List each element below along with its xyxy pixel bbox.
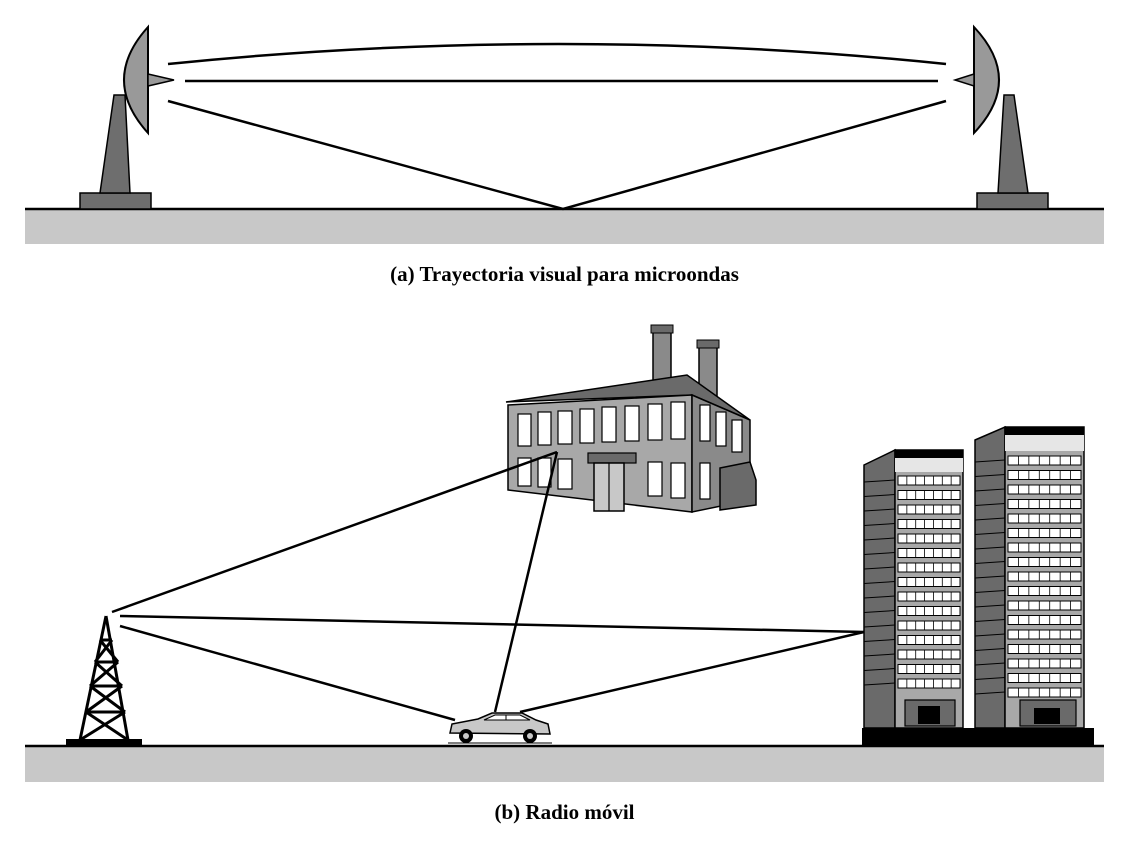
left-dish-antenna <box>79 24 175 210</box>
window-band <box>1007 615 1082 625</box>
side-floor-line <box>974 532 1006 535</box>
skyscraper-buildings <box>862 425 1094 746</box>
window-band <box>1007 528 1082 538</box>
side-floor-line <box>974 517 1006 521</box>
side-floor-line <box>863 682 896 686</box>
window-band <box>897 577 961 587</box>
side-floor-line <box>974 648 1006 651</box>
side-floor-line <box>974 546 1006 550</box>
window-band <box>1007 542 1082 553</box>
side-floor-line <box>974 619 1006 622</box>
window-band <box>1007 586 1082 596</box>
caption-panel-a: (a) Trayectoria visual para microondas <box>390 262 739 286</box>
side-floor-line <box>863 581 896 584</box>
ground-strip-b <box>25 744 1104 782</box>
window-band <box>897 591 961 602</box>
panel-b-mobile-radio <box>25 324 1104 782</box>
window-band <box>897 649 961 660</box>
path-skyscraper-to-car <box>519 630 865 714</box>
side-floor-line <box>863 479 896 483</box>
window-band <box>897 562 961 573</box>
side-floor-line <box>863 653 896 657</box>
window-band <box>897 635 961 645</box>
window-band <box>1007 470 1082 480</box>
side-floor-line <box>863 508 896 512</box>
radio-paths <box>111 450 865 722</box>
side-floor-line <box>974 633 1006 637</box>
window-band <box>1007 499 1082 509</box>
side-floor-line <box>863 624 896 628</box>
window-band <box>1007 600 1082 611</box>
window-band <box>897 490 961 500</box>
window-band <box>1007 629 1082 640</box>
side-floor-line <box>863 494 896 497</box>
window-band <box>897 548 961 558</box>
side-floor-line <box>974 575 1006 579</box>
panel-a-microwave <box>25 24 1104 244</box>
window-band <box>1007 658 1082 669</box>
side-floor-line <box>974 503 1006 506</box>
side-floor-line <box>863 610 896 613</box>
caption-panel-b: (b) Radio móvil <box>494 800 635 824</box>
window-band <box>897 606 961 616</box>
side-floor-line <box>863 639 896 642</box>
side-floor-line <box>974 691 1006 695</box>
side-floor-line <box>863 668 896 671</box>
side-floor-line <box>974 590 1006 593</box>
factory-building <box>505 324 757 513</box>
lattice-radio-tower <box>66 615 142 746</box>
ground-reflection-path <box>167 99 947 211</box>
side-floor-line <box>974 677 1006 680</box>
side-floor-line <box>974 474 1006 477</box>
tower-window-bands-left <box>863 475 961 689</box>
window-band <box>897 664 961 674</box>
side-floor-line <box>863 537 896 541</box>
side-floor-line <box>974 488 1006 492</box>
car <box>448 712 552 744</box>
window-band <box>1007 673 1082 683</box>
sky-wave-path <box>167 42 947 66</box>
window-band <box>897 620 961 631</box>
window-band <box>897 504 961 515</box>
window-band <box>1007 687 1082 698</box>
side-floor-line <box>863 523 896 526</box>
window-band <box>1007 484 1082 495</box>
path-tower-to-skyscraper <box>119 614 865 634</box>
side-floor-line <box>974 459 1006 463</box>
window-band <box>897 475 961 486</box>
side-floor-line <box>863 566 896 570</box>
window-band <box>1007 455 1082 466</box>
window-band <box>1007 644 1082 654</box>
window-band <box>1007 557 1082 567</box>
window-band <box>897 533 961 544</box>
side-floor-line <box>974 604 1006 608</box>
path-factory-to-car <box>493 451 559 713</box>
right-dish-antenna <box>952 24 1049 210</box>
window-band <box>897 519 961 529</box>
path-tower-to-factory <box>111 450 558 614</box>
window-band <box>897 678 961 689</box>
window-band <box>1007 513 1082 524</box>
ground-strip-a <box>25 207 1104 244</box>
side-floor-line <box>974 662 1006 666</box>
tower-window-bands-right <box>974 455 1082 698</box>
side-floor-line <box>863 552 896 555</box>
side-floor-line <box>863 595 896 599</box>
side-floor-line <box>974 561 1006 564</box>
path-tower-to-car <box>119 624 456 722</box>
window-band <box>1007 571 1082 582</box>
